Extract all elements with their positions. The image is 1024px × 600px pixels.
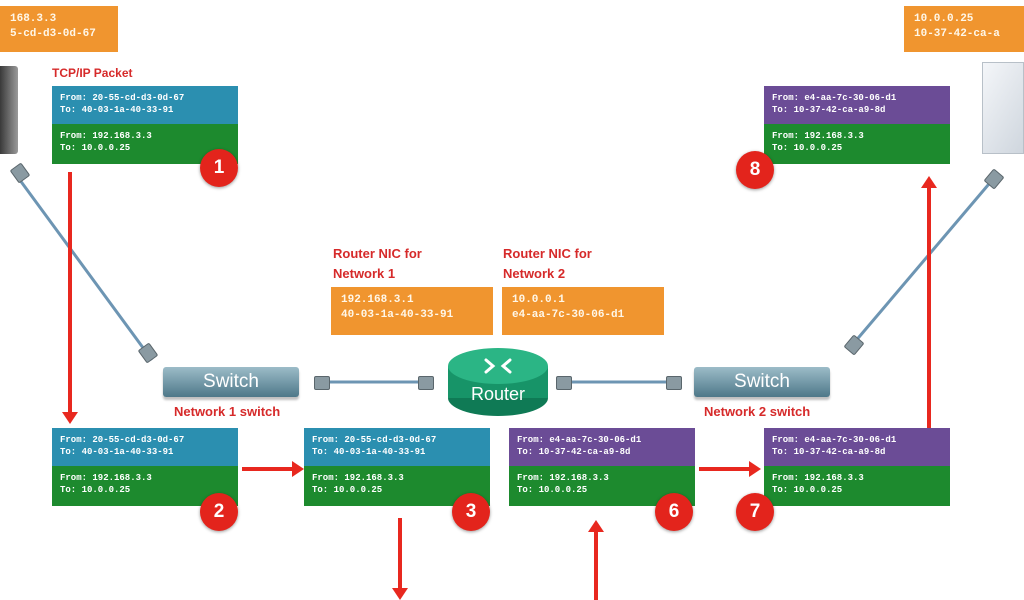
packet-mac-header: From: e4-aa-7c-30-06-d1 To: 10-37-42-ca-… bbox=[764, 428, 950, 466]
router-nic1-address-box: 192.168.3.1 40-03-1a-40-33-91 bbox=[331, 287, 493, 335]
packet-mac-from: From: e4-aa-7c-30-06-d1 bbox=[772, 93, 897, 103]
packet-mac-to: To: 10-37-42-ca-a9-8d bbox=[772, 447, 886, 457]
packet-3: From: 20-55-cd-d3-0d-67 To: 40-03-1a-40-… bbox=[304, 428, 490, 506]
host1-ip: 168.3.3 bbox=[10, 13, 57, 25]
packet-mac-to: To: 40-03-1a-40-33-91 bbox=[60, 105, 174, 115]
arrow-3-down-head bbox=[392, 588, 408, 600]
arrow-6-up bbox=[594, 530, 598, 600]
arrow-3-down bbox=[398, 518, 402, 590]
switch-network2: Switch bbox=[694, 367, 830, 397]
router-nic2-ip: 10.0.0.1 bbox=[512, 294, 565, 306]
packet-mac-from: From: 20-55-cd-d3-0d-67 bbox=[60, 435, 185, 445]
router-nic1-title: Router NIC for bbox=[333, 246, 422, 261]
router-nic2-sub: Network 2 bbox=[503, 266, 566, 281]
router-nic2-mac: e4-aa-7c-30-06-d1 bbox=[512, 309, 625, 321]
host2-address-box: 10.0.0.25 10-37-42-ca-a bbox=[904, 6, 1024, 52]
host1-address-box: 168.3.3 5-cd-d3-0d-67 bbox=[0, 6, 118, 52]
packet-ip-header: From: 192.168.3.3 To: 10.0.0.25 bbox=[764, 124, 950, 164]
step-badge-2: 2 bbox=[200, 493, 238, 531]
packet-1: From: 20-55-cd-d3-0d-67 To: 40-03-1a-40-… bbox=[52, 86, 238, 164]
arrow-2-to-3 bbox=[242, 467, 294, 471]
arrow-6-to-7 bbox=[699, 467, 751, 471]
packet-ip-to: To: 10.0.0.25 bbox=[312, 485, 383, 495]
router-nic1-label: Router NIC for Network 1 bbox=[333, 244, 422, 284]
step-badge-3: 3 bbox=[452, 493, 490, 531]
packet-ip-to: To: 10.0.0.25 bbox=[60, 485, 131, 495]
packet-ip-to: To: 10.0.0.25 bbox=[517, 485, 588, 495]
arrow-7-to-8 bbox=[927, 186, 931, 428]
packet-mac-to: To: 10-37-42-ca-a9-8d bbox=[772, 105, 886, 115]
packet-ip-to: To: 10.0.0.25 bbox=[60, 143, 131, 153]
packet-mac-from: From: e4-aa-7c-30-06-d1 bbox=[517, 435, 642, 445]
packet-ip-to: To: 10.0.0.25 bbox=[772, 485, 843, 495]
connector bbox=[556, 376, 572, 390]
packet-8: From: e4-aa-7c-30-06-d1 To: 10-37-42-ca-… bbox=[764, 86, 950, 164]
packet-mac-header: From: e4-aa-7c-30-06-d1 To: 10-37-42-ca-… bbox=[764, 86, 950, 124]
packet-mac-to: To: 40-03-1a-40-33-91 bbox=[312, 447, 426, 457]
arrow-6-to-7-head bbox=[749, 461, 761, 477]
arrow-1-to-2 bbox=[68, 172, 72, 416]
computer-left-icon bbox=[0, 66, 18, 154]
packet-mac-to: To: 10-37-42-ca-a9-8d bbox=[517, 447, 631, 457]
connector bbox=[314, 376, 330, 390]
arrow-7-to-8-head bbox=[921, 176, 937, 188]
switch-network1: Switch bbox=[163, 367, 299, 397]
arrow-1-to-2-head bbox=[62, 412, 78, 424]
packet-ip-header: From: 192.168.3.3 To: 10.0.0.25 bbox=[304, 466, 490, 506]
host2-mac: 10-37-42-ca-a bbox=[914, 28, 1000, 40]
host1-mac: 5-cd-d3-0d-67 bbox=[10, 28, 96, 40]
router-nic1-mac: 40-03-1a-40-33-91 bbox=[341, 309, 454, 321]
packet-mac-header: From: 20-55-cd-d3-0d-67 To: 40-03-1a-40-… bbox=[304, 428, 490, 466]
packet-mac-to: To: 40-03-1a-40-33-91 bbox=[60, 447, 174, 457]
packet-mac-header: From: 20-55-cd-d3-0d-67 To: 40-03-1a-40-… bbox=[52, 86, 238, 124]
packet-ip-header: From: 192.168.3.3 To: 10.0.0.25 bbox=[509, 466, 695, 506]
cable-host1-switch bbox=[12, 171, 154, 361]
packet-ip-from: From: 192.168.3.3 bbox=[772, 473, 864, 483]
step-badge-6: 6 bbox=[655, 493, 693, 531]
packet-mac-from: From: 20-55-cd-d3-0d-67 bbox=[312, 435, 437, 445]
tcpip-packet-label: TCP/IP Packet bbox=[52, 66, 133, 80]
packet-mac-header: From: 20-55-cd-d3-0d-67 To: 40-03-1a-40-… bbox=[52, 428, 238, 466]
step-badge-8: 8 bbox=[736, 151, 774, 189]
cable-host2-switch bbox=[846, 177, 996, 351]
packet-ip-to: To: 10.0.0.25 bbox=[772, 143, 843, 153]
packet-ip-from: From: 192.168.3.3 bbox=[772, 131, 864, 141]
host2-ip: 10.0.0.25 bbox=[914, 13, 974, 25]
packet-mac-header: From: e4-aa-7c-30-06-d1 To: 10-37-42-ca-… bbox=[509, 428, 695, 466]
packet-mac-from: From: 20-55-cd-d3-0d-67 bbox=[60, 93, 185, 103]
router-nic1-ip: 192.168.3.1 bbox=[341, 294, 414, 306]
network1-switch-label: Network 1 switch bbox=[174, 404, 281, 419]
arrow-6-up-head bbox=[588, 520, 604, 532]
packet-7: From: e4-aa-7c-30-06-d1 To: 10-37-42-ca-… bbox=[764, 428, 950, 506]
router-label: Router bbox=[470, 384, 526, 404]
router-icon bbox=[448, 348, 548, 416]
router-nic1-sub: Network 1 bbox=[333, 266, 396, 281]
computer-right-icon bbox=[982, 62, 1024, 154]
packet-ip-from: From: 192.168.3.3 bbox=[517, 473, 609, 483]
router-nic2-title: Router NIC for bbox=[503, 246, 592, 261]
router-nic2-label: Router NIC for Network 2 bbox=[503, 244, 592, 284]
step-badge-1: 1 bbox=[200, 149, 238, 187]
connector bbox=[418, 376, 434, 390]
packet-mac-from: From: e4-aa-7c-30-06-d1 bbox=[772, 435, 897, 445]
step-badge-7: 7 bbox=[736, 493, 774, 531]
packet-ip-from: From: 192.168.3.3 bbox=[60, 131, 152, 141]
packet-ip-from: From: 192.168.3.3 bbox=[312, 473, 404, 483]
network2-switch-label: Network 2 switch bbox=[704, 404, 811, 419]
packet-ip-header: From: 192.168.3.3 To: 10.0.0.25 bbox=[764, 466, 950, 506]
packet-6: From: e4-aa-7c-30-06-d1 To: 10-37-42-ca-… bbox=[509, 428, 695, 506]
packet-ip-from: From: 192.168.3.3 bbox=[60, 473, 152, 483]
arrow-2-to-3-head bbox=[292, 461, 304, 477]
connector bbox=[666, 376, 682, 390]
router-nic2-address-box: 10.0.0.1 e4-aa-7c-30-06-d1 bbox=[502, 287, 664, 335]
